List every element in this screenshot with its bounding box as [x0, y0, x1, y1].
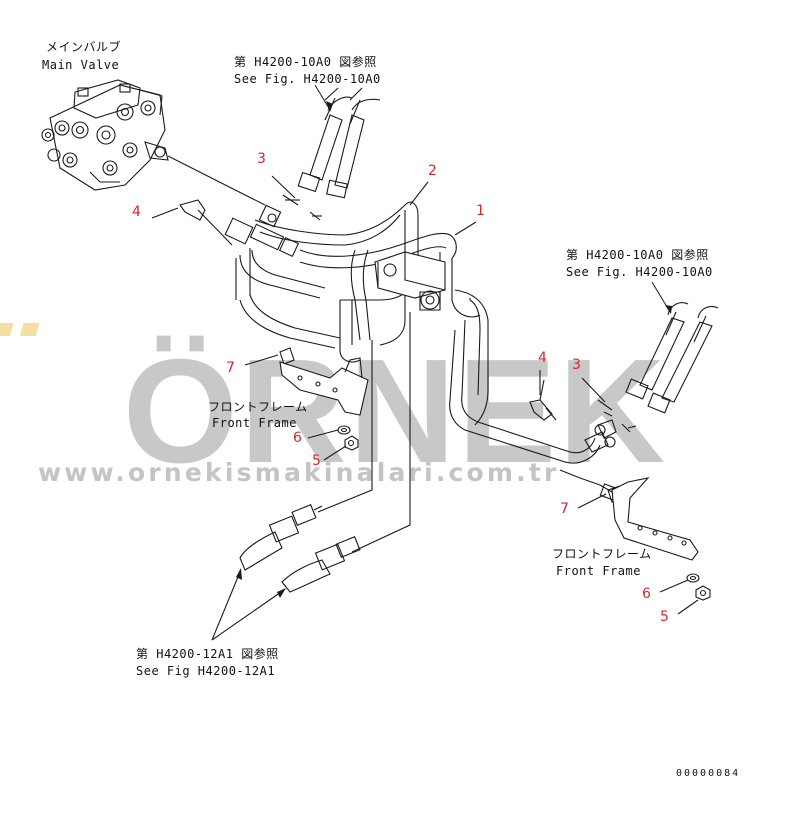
pipe-1-lower: [449, 289, 619, 501]
callout-5-left: 5: [312, 453, 321, 469]
leader-7-right: [577, 493, 607, 509]
callout-2: 2: [428, 163, 437, 179]
label-front-frame-right-en: Front Frame: [556, 564, 641, 578]
label-ref-top-jp: 第 H4200-10A0 図参照: [234, 55, 377, 69]
hose-bottom: [239, 504, 361, 593]
leader-ref-bottom-b: [211, 589, 285, 641]
leader-6-left: [307, 429, 339, 439]
line-to-hose-a: [317, 340, 373, 513]
leader-5-left: [323, 445, 347, 461]
label-main-valve-en: Main Valve: [42, 58, 120, 72]
hose-right: [625, 302, 719, 414]
leader-4-left: [151, 207, 179, 219]
callout-5-right: 5: [660, 609, 669, 625]
bracket-left: [279, 347, 369, 416]
leader-3-left: [271, 175, 296, 199]
callout-7-left: 7: [226, 360, 235, 376]
label-ref-right-jp: 第 H4200-10A0 図参照: [566, 248, 709, 262]
label-front-frame-left-jp: フロントフレーム: [208, 400, 308, 414]
callout-4-right: 4: [538, 350, 547, 366]
callout-1: 1: [476, 203, 485, 219]
leader-ref-bottom-a: [211, 571, 241, 641]
leader-6-right: [659, 579, 689, 593]
label-ref-bottom-en: See Fig H4200-12A1: [136, 664, 276, 678]
hose-top: [297, 87, 381, 199]
main-valve: [41, 79, 169, 191]
label-front-frame-right-jp: フロントフレーム: [552, 547, 652, 561]
left-fittings: [224, 204, 300, 258]
leader-2: [409, 181, 429, 206]
clip-4-left: [179, 199, 233, 246]
watermark-dot-1: [0, 323, 14, 336]
callout-3-left: 3: [257, 151, 266, 167]
leader-3-right: [581, 377, 606, 403]
washer-nut-right: [686, 573, 711, 601]
drawing-code: 00000084: [676, 768, 741, 779]
label-front-frame-left-en: Front Frame: [212, 416, 297, 430]
watermark-dot-2: [19, 323, 40, 336]
center-block: [374, 251, 446, 311]
label-ref-top-en: See Fig. H4200-10A0: [234, 72, 381, 86]
callout-4-left: 4: [132, 204, 141, 220]
label-main-valve-jp: メインバルブ: [46, 40, 122, 54]
watermark-url: www.ornekismakinalari.com.tr: [38, 458, 560, 487]
bolt-3-right: [597, 399, 637, 433]
leader-5-right: [677, 599, 699, 615]
leader-valve: [167, 155, 266, 206]
leader-7-left: [244, 354, 279, 366]
line-to-hose-b: [351, 312, 411, 553]
callout-3-right: 3: [572, 357, 581, 373]
clip-4-right: [529, 379, 557, 421]
callout-6-left: 6: [293, 430, 302, 446]
callout-7-right: 7: [560, 501, 569, 517]
leader-1: [454, 221, 477, 236]
leader-ref-top: [314, 84, 331, 111]
label-ref-right-en: See Fig. H4200-10A0: [566, 265, 713, 279]
watermark-brand: ÖRNEK: [123, 329, 667, 494]
label-ref-bottom-jp: 第 H4200-12A1 図参照: [136, 647, 279, 661]
callout-6-right: 6: [642, 586, 651, 602]
bolt-3-left: [282, 194, 322, 221]
bracket-right: [607, 477, 699, 561]
